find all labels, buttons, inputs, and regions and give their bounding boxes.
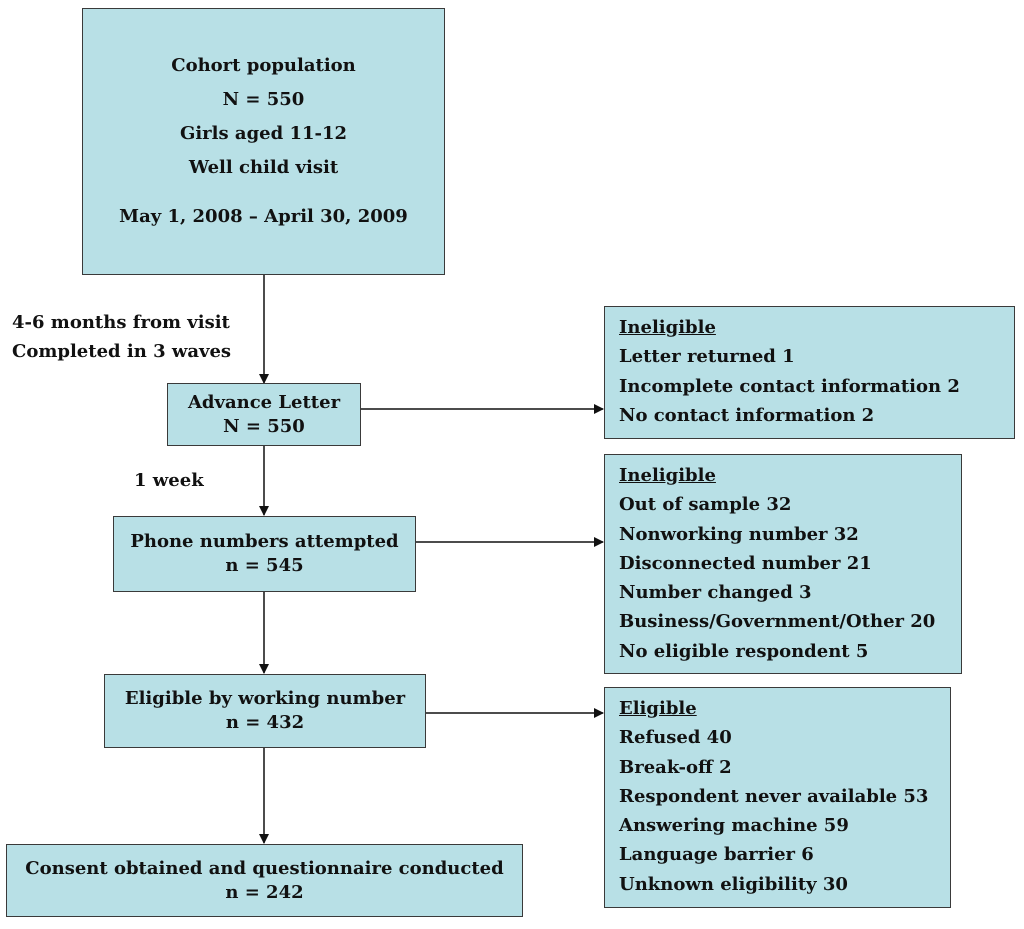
phone-n: n = 545 [225, 555, 304, 576]
advance-n: N = 550 [223, 415, 305, 437]
phone-attempted-box: Phone numbers attempted n = 545 [113, 516, 416, 592]
ineligible1-heading: Ineligible [619, 317, 716, 338]
eligible-working-box: Eligible by working number n = 432 [104, 674, 426, 748]
eligible-box: Eligible Refused 40 Break-off 2 Responde… [604, 687, 951, 908]
eligible-working-title: Eligible by working number [124, 688, 406, 709]
ineligible2-item: Business/Government/Other 20 [619, 611, 936, 633]
eligible-item: Unknown eligibility 30 [619, 873, 848, 895]
eligible-item: Break-off 2 [619, 756, 732, 778]
cohort-n: N = 550 [222, 89, 305, 110]
eligible-working-n: n = 432 [225, 712, 305, 733]
ineligible1-item: No contact information 2 [619, 404, 875, 426]
timing-line-1: 4-6 months from visit [12, 312, 230, 333]
ineligible2-item: No eligible respondent 5 [619, 640, 869, 662]
ineligible2-item: Disconnected number 21 [619, 552, 872, 574]
eligible-item: Respondent never available 53 [619, 785, 929, 807]
phone-title: Phone numbers attempted [130, 531, 399, 552]
week-label: 1 week [134, 470, 204, 491]
consent-n: n = 242 [225, 881, 304, 903]
cohort-period: May 1, 2008 – April 30, 2009 [119, 206, 408, 227]
advance-letter-box: Advance Letter N = 550 [167, 383, 361, 446]
timing-label: 4-6 months from visit Completed in 3 wav… [12, 308, 231, 366]
timing-line-2: Completed in 3 waves [12, 341, 232, 362]
eligible-item: Language barrier 6 [619, 844, 814, 866]
ineligible2-item: Nonworking number 32 [619, 523, 859, 545]
ineligible1-item: Letter returned 1 [619, 346, 795, 368]
ineligible-box-1: Ineligible Letter returned 1 Incomplete … [604, 306, 1015, 439]
cohort-box: Cohort population N = 550 Girls aged 11-… [82, 8, 445, 275]
eligible-heading: Eligible [619, 698, 697, 719]
consent-title: Consent obtained and questionnaire condu… [25, 857, 504, 879]
cohort-visit: Well child visit [188, 157, 339, 178]
cohort-title: Cohort population [171, 55, 356, 76]
ineligible-box-2: Ineligible Out of sample 32 Nonworking n… [604, 454, 962, 674]
consent-box: Consent obtained and questionnaire condu… [6, 844, 523, 917]
advance-title: Advance Letter [187, 391, 341, 413]
ineligible2-heading: Ineligible [619, 465, 716, 486]
eligible-item: Refused 40 [619, 727, 732, 749]
cohort-group: Girls aged 11-12 [179, 123, 348, 144]
ineligible2-item: Out of sample 32 [619, 494, 792, 516]
eligible-item: Answering machine 59 [619, 815, 849, 837]
ineligible2-item: Number changed 3 [619, 582, 812, 604]
ineligible1-item: Incomplete contact information 2 [619, 375, 960, 397]
